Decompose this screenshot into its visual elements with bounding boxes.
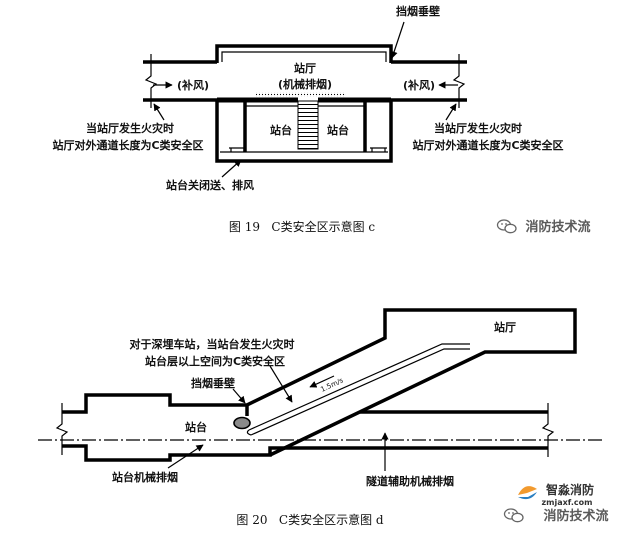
platform-bench-right bbox=[370, 147, 387, 152]
right-note-line1: 当站厅发生火灾时 bbox=[434, 121, 522, 135]
platform-exhaust-leader bbox=[167, 444, 204, 469]
tunnel-upper-outline bbox=[62, 308, 577, 457]
platform-label: 站台 bbox=[185, 420, 207, 434]
smoke-icon bbox=[233, 416, 251, 430]
wechat-icon bbox=[496, 219, 517, 234]
left-note-line2: 站厅对外通道长度为C类安全区 bbox=[52, 138, 203, 152]
right-note-leader bbox=[445, 103, 457, 121]
platform-note-leader bbox=[221, 159, 242, 178]
platform-left-label: 站台 bbox=[270, 123, 292, 137]
station-hall-inner-wall-line bbox=[221, 51, 387, 62]
right-makeup-air-label: (补风) bbox=[403, 78, 435, 92]
smoke-curtain-leader bbox=[390, 21, 405, 59]
watermark-bottom-text: 消防技术流 bbox=[543, 508, 608, 524]
hall-label-2: 站厅 bbox=[494, 320, 516, 334]
right-corridor-break-symbol bbox=[452, 54, 466, 108]
figure-20-caption: 图 20 C类安全区示意图 d bbox=[236, 512, 384, 527]
c-zone-note-leader bbox=[269, 365, 293, 403]
platform-right-label: 站台 bbox=[327, 123, 349, 137]
escalator-lower-line bbox=[250, 348, 470, 436]
right-tunnel-break-symbol bbox=[541, 403, 555, 457]
watermark-bottom: 智淼消防 zmjaxf.com 消防技术流 bbox=[503, 482, 609, 524]
figure-19: 挡烟垂壁 站厅 (机械排烟) (补风) (补风) 站台 站台 当站厅发生火灾时 … bbox=[52, 4, 563, 234]
watermark-site: zmjaxf.com bbox=[542, 498, 593, 507]
platform-exhaust-label: 站台机械排烟 bbox=[112, 470, 178, 484]
figure-19-caption: 图 19 C类安全区示意图 c bbox=[229, 219, 376, 234]
watermark-top: 消防技术流 bbox=[496, 219, 591, 235]
platform-note-label: 站台关闭送、排风 bbox=[166, 178, 254, 192]
left-corridor-break-symbol bbox=[144, 54, 158, 108]
left-makeup-air-label: (补风) bbox=[177, 78, 209, 92]
platform-bench-left bbox=[229, 147, 246, 152]
c-zone-note-line2: 站台层以上空间为C类安全区 bbox=[145, 354, 285, 368]
watermark-top-text: 消防技术流 bbox=[525, 219, 590, 235]
airflow-speed-label: 1.5m/s bbox=[319, 376, 344, 394]
left-note-leader bbox=[153, 103, 165, 121]
watermark-brand: 智淼消防 bbox=[545, 482, 594, 497]
left-corridor-walls bbox=[143, 60, 217, 102]
stairs bbox=[297, 100, 319, 150]
left-note-line1: 当站厅发生火灾时 bbox=[86, 121, 174, 135]
smoke-curtain-label-2: 挡烟垂壁 bbox=[191, 376, 235, 390]
escalator-upper-line bbox=[248, 343, 470, 431]
smoke-curtain-label: 挡烟垂壁 bbox=[396, 4, 440, 18]
stair-landing-hatch bbox=[256, 92, 346, 97]
figure-20: 1.5m/s 站厅 对于深埋车站，当站台发生火灾时 站台层以上空间为C类安全区 … bbox=[38, 308, 605, 527]
tunnel-lower-outline bbox=[62, 444, 548, 462]
hall-label: 站厅 bbox=[294, 61, 316, 75]
airflow-arrow bbox=[309, 375, 335, 388]
hall-sub-label: (机械排烟) bbox=[278, 77, 332, 91]
c-zone-note-line1: 对于深埋车站，当站台发生火灾时 bbox=[130, 337, 295, 351]
right-corridor-walls bbox=[391, 60, 467, 102]
platform-partition-walls bbox=[243, 102, 367, 152]
wechat-icon bbox=[503, 508, 524, 523]
escalator-bottom-end bbox=[246, 429, 252, 436]
tunnel-exhaust-label: 隧道辅助机械排烟 bbox=[366, 474, 454, 488]
zhimiao-logo-icon bbox=[518, 486, 537, 500]
smoke-curtain-leader-2 bbox=[232, 388, 246, 404]
left-tunnel-break-symbol bbox=[55, 403, 69, 455]
right-note-line2: 站厅对外通道长度为C类安全区 bbox=[412, 138, 563, 152]
